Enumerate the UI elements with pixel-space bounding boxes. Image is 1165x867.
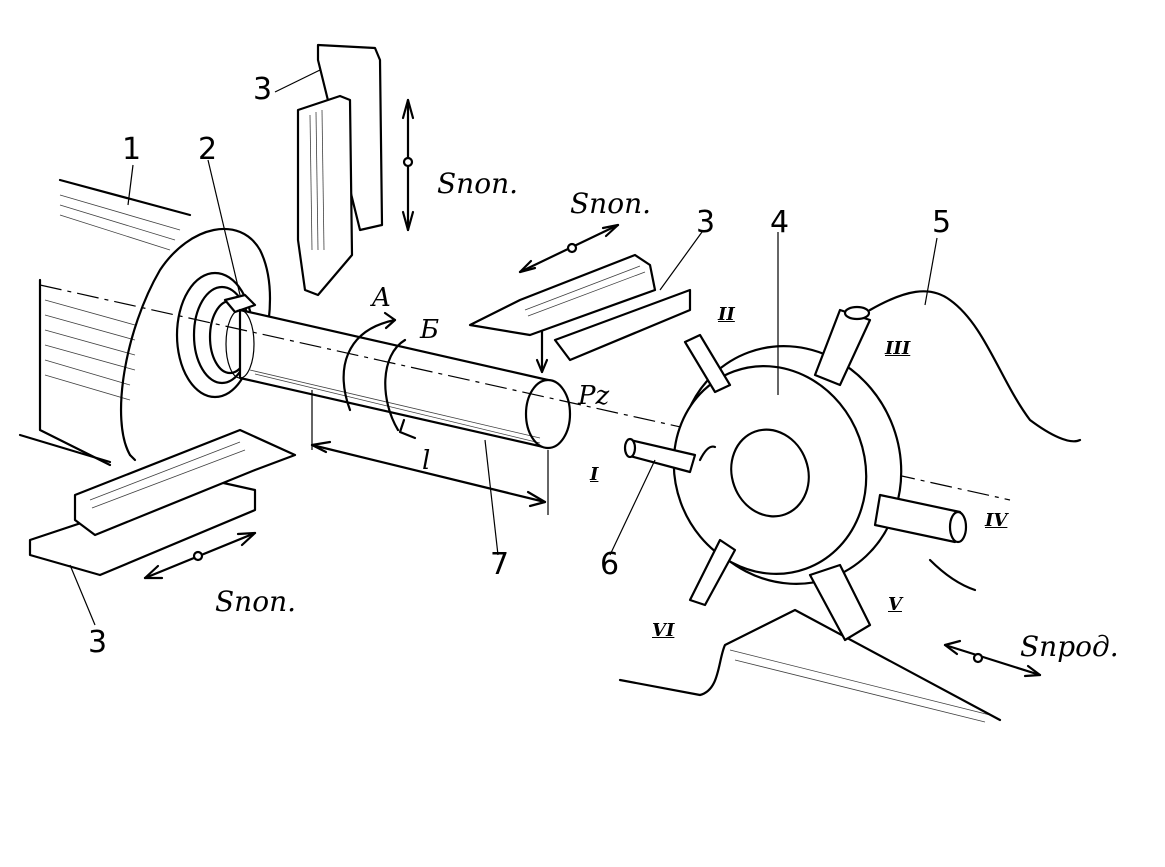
length-dimension — [310, 390, 549, 515]
tool-position-i: I — [590, 464, 599, 485]
feed-bottom-label: Sпоп. — [215, 585, 297, 618]
tool-position-ii: II — [718, 304, 735, 325]
rotation-arrows — [342, 311, 417, 440]
label-6: 6 — [600, 547, 620, 582]
turret-tools — [623, 305, 968, 642]
bottom-tool — [28, 428, 297, 580]
label-5: 5 — [932, 205, 952, 240]
length-label: l — [422, 446, 431, 476]
label-4: 4 — [770, 205, 790, 240]
turret-carriage — [618, 290, 1082, 723]
force-pz-label: Pz — [578, 381, 610, 411]
label-3-bottom: 3 — [88, 625, 108, 660]
label-2: 2 — [198, 132, 218, 167]
label-7: 7 — [490, 547, 510, 582]
vertical-tool — [296, 43, 415, 297]
tool-position-vi: VI — [652, 620, 675, 641]
tool-position-iii: III — [885, 338, 911, 359]
workpiece — [39, 284, 1011, 501]
feed-mid-label: Sпоп. — [570, 187, 652, 220]
label-1: 1 — [122, 132, 142, 167]
turret-head — [672, 345, 903, 585]
tool-position-v: V — [888, 594, 902, 615]
leader-lines — [69, 69, 938, 626]
rotation-b-label: Б — [420, 315, 440, 345]
headstock — [18, 178, 272, 467]
rotation-a-label: A — [372, 283, 391, 313]
middle-tool — [468, 223, 692, 362]
label-3-mid: 3 — [696, 205, 716, 240]
tool-position-iv: IV — [985, 510, 1008, 531]
label-3-top: 3 — [253, 72, 273, 107]
feed-longitudinal-label: Sпрод. — [1020, 630, 1119, 663]
feed-vertical-label: Sпоп. — [437, 167, 519, 200]
